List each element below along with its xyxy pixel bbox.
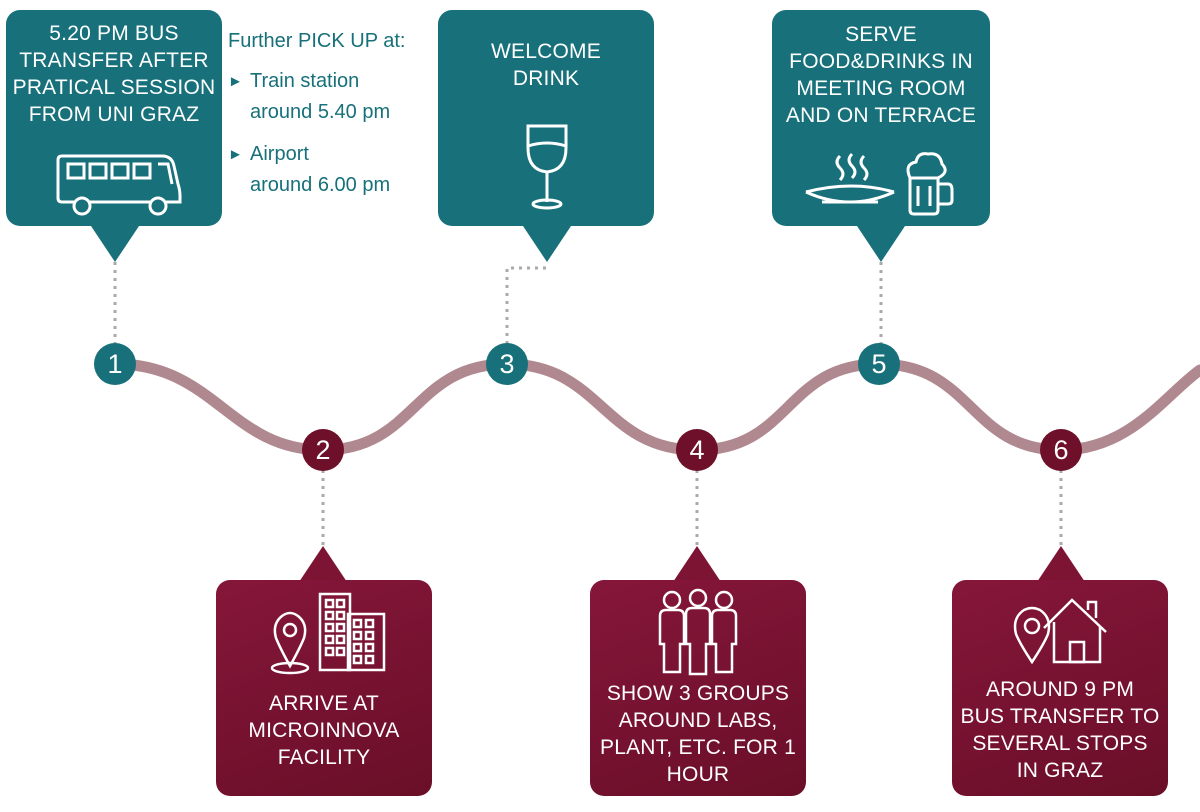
step-2-card: ARRIVE AT MICROINNOVA FACILITY [216, 580, 432, 796]
pickup-time-train: around 5.40 pm [250, 101, 391, 123]
step-marker-5: 5 [858, 343, 900, 385]
pointer-5 [857, 226, 905, 262]
step-marker-2: 2 [302, 429, 344, 471]
pointer-4 [673, 546, 721, 582]
pointer-2 [299, 546, 347, 582]
step-5-card: SERVE FOOD&DRINKS IN MEETING ROOM AND ON… [772, 10, 990, 226]
timeline-path [109, 358, 1200, 456]
pickup-stop-airport: ►Airport [228, 139, 405, 170]
step-3-card: WELCOME DRINK [438, 10, 654, 226]
step-2-text: ARRIVE AT MICROINNOVA FACILITY [248, 692, 400, 769]
step-4-card: SHOW 3 GROUPS AROUND LABS, PLANT, ETC. F… [590, 580, 806, 796]
location-buildings-icon [270, 592, 386, 675]
location-home-icon [1013, 598, 1107, 665]
group-people-icon [658, 588, 738, 676]
wine-glass-icon [526, 124, 568, 210]
step-marker-1: 1 [94, 343, 136, 385]
bus-icon [56, 154, 182, 216]
arrow-right-icon: ► [228, 73, 243, 90]
step-4-text: SHOW 3 GROUPS AROUND LABS, PLANT, ETC. F… [600, 682, 796, 786]
step-6-card: AROUND 9 PM BUS TRANSFER TO SEVERAL STOP… [952, 580, 1168, 796]
step-6-text: AROUND 9 PM BUS TRANSFER TO SEVERAL STOP… [960, 678, 1160, 782]
step-1-card: 5.20 PM BUS TRANSFER AFTER PRATICAL SESS… [6, 10, 222, 226]
step-3-text: WELCOME DRINK [491, 40, 601, 90]
pickup-info: Further PICK UP at: ►Train station aroun… [228, 26, 405, 200]
connector-3 [505, 266, 547, 344]
step-marker-4: 4 [676, 429, 718, 471]
step-marker-6: 6 [1040, 429, 1082, 471]
pointer-3 [523, 226, 571, 262]
pickup-stop-train: ►Train station [228, 66, 405, 97]
pointer-6 [1037, 546, 1085, 582]
pickup-time-airport: around 6.00 pm [250, 174, 391, 196]
step-5-text: SERVE FOOD&DRINKS IN MEETING ROOM AND ON… [785, 23, 977, 127]
step-marker-3: 3 [486, 343, 528, 385]
food-beer-icon [805, 152, 954, 216]
step-1-text: 5.20 PM BUS TRANSFER AFTER PRATICAL SESS… [12, 22, 216, 126]
pickup-heading: Further PICK UP at: [228, 30, 406, 52]
pointer-1 [91, 226, 139, 262]
arrow-right-icon: ► [228, 146, 243, 163]
